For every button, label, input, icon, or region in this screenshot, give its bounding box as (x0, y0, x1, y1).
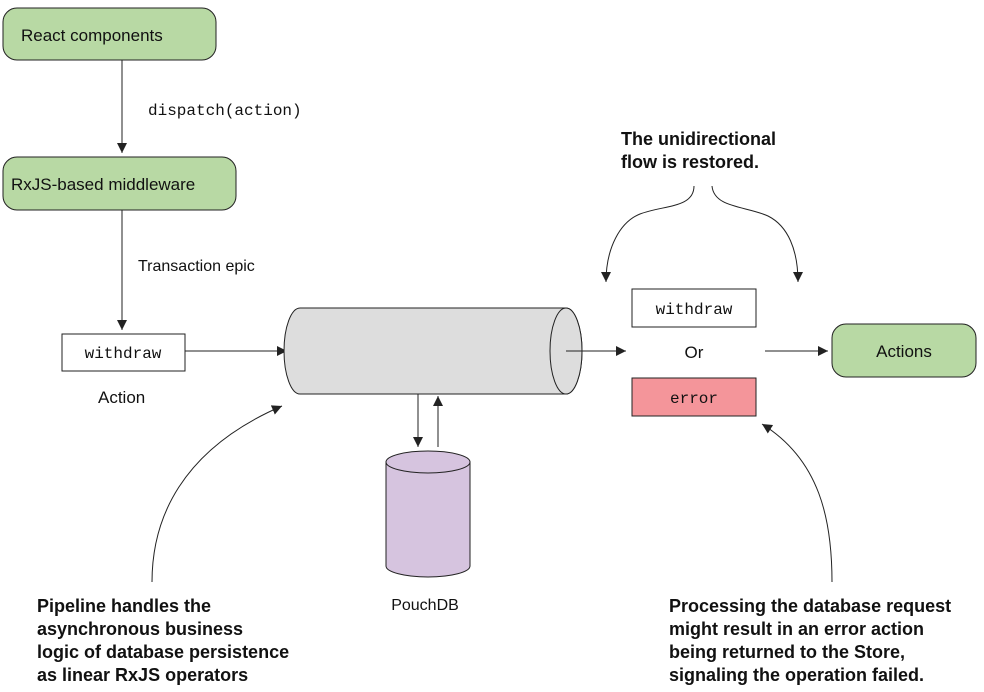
withdraw-output-box (631, 288, 757, 328)
processing-annotation: Processing the database request might re… (669, 596, 956, 685)
unidirectional-annotation: The unidirectional flow is restored. (621, 129, 781, 172)
pouchdb-label: PouchDB (391, 597, 459, 614)
unidirectional-line-2: flow is restored. (621, 152, 759, 172)
react-components-node (2, 7, 217, 61)
transaction-epic-label: Transaction epic (138, 258, 255, 275)
processing-line-4: signaling the operation failed. (669, 665, 924, 685)
dispatch-label: dispatch(action) (148, 102, 302, 120)
unidirectional-arrow-right (711, 185, 803, 283)
pipeline-line-1: Pipeline handles the (37, 596, 211, 616)
processing-line-3: being returned to the Store, (669, 642, 905, 662)
middleware-node (2, 156, 237, 211)
error-label: error (670, 390, 718, 408)
processing-annotation-arrow (761, 423, 833, 583)
middleware-label: RxJS-based middleware (11, 175, 195, 194)
withdraw-output-label: withdraw (656, 301, 733, 319)
pipeline-line-4: as linear RxJS operators (37, 665, 248, 685)
action-label: Action (98, 388, 145, 407)
actions-node (831, 323, 977, 378)
pipeline-annotation: Pipeline handles the asynchronous busine… (37, 596, 294, 685)
processing-line-1: Processing the database request (669, 596, 951, 616)
or-label: Or (685, 343, 704, 362)
pipeline-annotation-arrow (151, 405, 283, 583)
unidirectional-arrow-left (601, 185, 695, 283)
error-box (631, 377, 757, 417)
pouchdb-cylinder (385, 450, 471, 578)
react-components-label: React components (21, 26, 163, 45)
pipeline-line-3: logic of database persistence (37, 642, 289, 662)
pipeline-line-2: asynchronous business (37, 619, 243, 639)
withdraw-input-box (61, 333, 186, 372)
processing-line-2: might result in an error action (669, 619, 924, 639)
unidirectional-line-1: The unidirectional (621, 129, 776, 149)
withdraw-input-label: withdraw (85, 345, 162, 363)
actions-label: Actions (876, 342, 932, 361)
pipeline-pipe (283, 307, 583, 395)
